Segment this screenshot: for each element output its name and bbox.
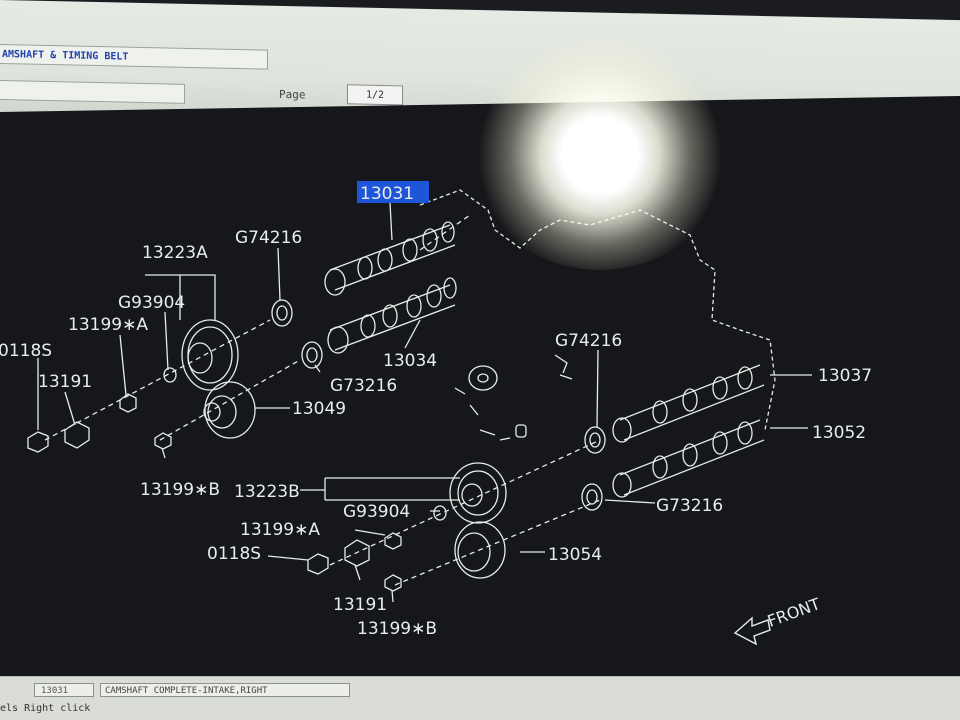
oil-seal-g74216-right[interactable] (584, 426, 606, 454)
camshaft-13031[interactable] (324, 221, 456, 296)
label-g73216-right[interactable]: G73216 (656, 496, 723, 516)
bolt-0118s-left[interactable] (27, 431, 49, 453)
bolt-13199a-right[interactable] (384, 532, 402, 550)
status-help-text: els Right click (0, 703, 91, 714)
washer-g93904-right[interactable] (433, 505, 447, 521)
label-13199b-left[interactable]: 13199∗B (140, 480, 220, 500)
label-13223a[interactable]: 13223A (142, 243, 208, 263)
diagram-background (0, 96, 960, 676)
label-13049[interactable]: 13049 (292, 399, 346, 419)
plate-13191-left[interactable] (64, 421, 90, 449)
label-g74216-left[interactable]: G74216 (235, 228, 302, 248)
status-bar: 13031 CAMSHAFT COMPLETE-INTAKE,RIGHT els… (0, 676, 960, 720)
bolt-13199b-left[interactable] (154, 432, 172, 450)
bolt-13199b-right[interactable] (384, 574, 402, 592)
leader-lines (37, 202, 812, 603)
label-13031[interactable]: 13031 (360, 184, 414, 204)
label-13052[interactable]: 13052 (812, 423, 866, 443)
part-labels: 13031 G74216 13223A G93904 13199∗A 0118S… (0, 184, 872, 639)
bolt-13199a-left[interactable] (119, 393, 137, 413)
label-0118s-left[interactable]: 0118S (0, 341, 52, 361)
oil-seal-g74216-left[interactable] (271, 299, 293, 327)
oil-seal-g73216-left[interactable] (301, 341, 323, 369)
timing-pulley-13054[interactable] (454, 521, 506, 579)
label-13191-right[interactable]: 13191 (333, 595, 387, 615)
camshaft-13034[interactable] (327, 277, 457, 354)
label-13191-left[interactable]: 13191 (38, 372, 92, 392)
center-parts[interactable] (454, 354, 573, 441)
selected-part-highlight[interactable] (357, 181, 429, 203)
label-g93904-right[interactable]: G93904 (343, 502, 410, 522)
label-g74216-right[interactable]: G74216 (555, 331, 622, 351)
label-13199a-left[interactable]: 13199∗A (68, 315, 148, 335)
label-13034[interactable]: 13034 (383, 351, 437, 371)
assembly-lines (44, 214, 601, 586)
status-part-code: 13031 (34, 683, 94, 697)
label-13199b-right[interactable]: 13199∗B (357, 619, 437, 639)
label-13037[interactable]: 13037 (818, 366, 872, 386)
label-13054[interactable]: 13054 (548, 545, 602, 565)
label-g93904-left[interactable]: G93904 (118, 293, 185, 313)
front-arrow-icon (733, 616, 771, 646)
washer-g93904-left[interactable] (163, 367, 177, 383)
label-0118s-right[interactable]: 0118S (207, 544, 261, 564)
cam-sprocket-13223b[interactable] (449, 462, 507, 524)
label-13223b[interactable]: 13223B (234, 482, 300, 502)
label-13199a-right[interactable]: 13199∗A (240, 520, 320, 540)
plate-13191-right[interactable] (344, 539, 370, 567)
oil-seal-g73216-right[interactable] (581, 483, 603, 511)
cam-sprocket-13223a[interactable] (181, 319, 239, 391)
bolt-0118s-right[interactable] (307, 553, 329, 575)
diagram-lines (27, 189, 812, 603)
label-g73216-left[interactable]: G73216 (330, 376, 397, 396)
status-part-description: CAMSHAFT COMPLETE-INTAKE,RIGHT (100, 683, 350, 697)
camshaft-13052[interactable] (612, 419, 765, 498)
camshaft-13037[interactable] (612, 364, 765, 443)
